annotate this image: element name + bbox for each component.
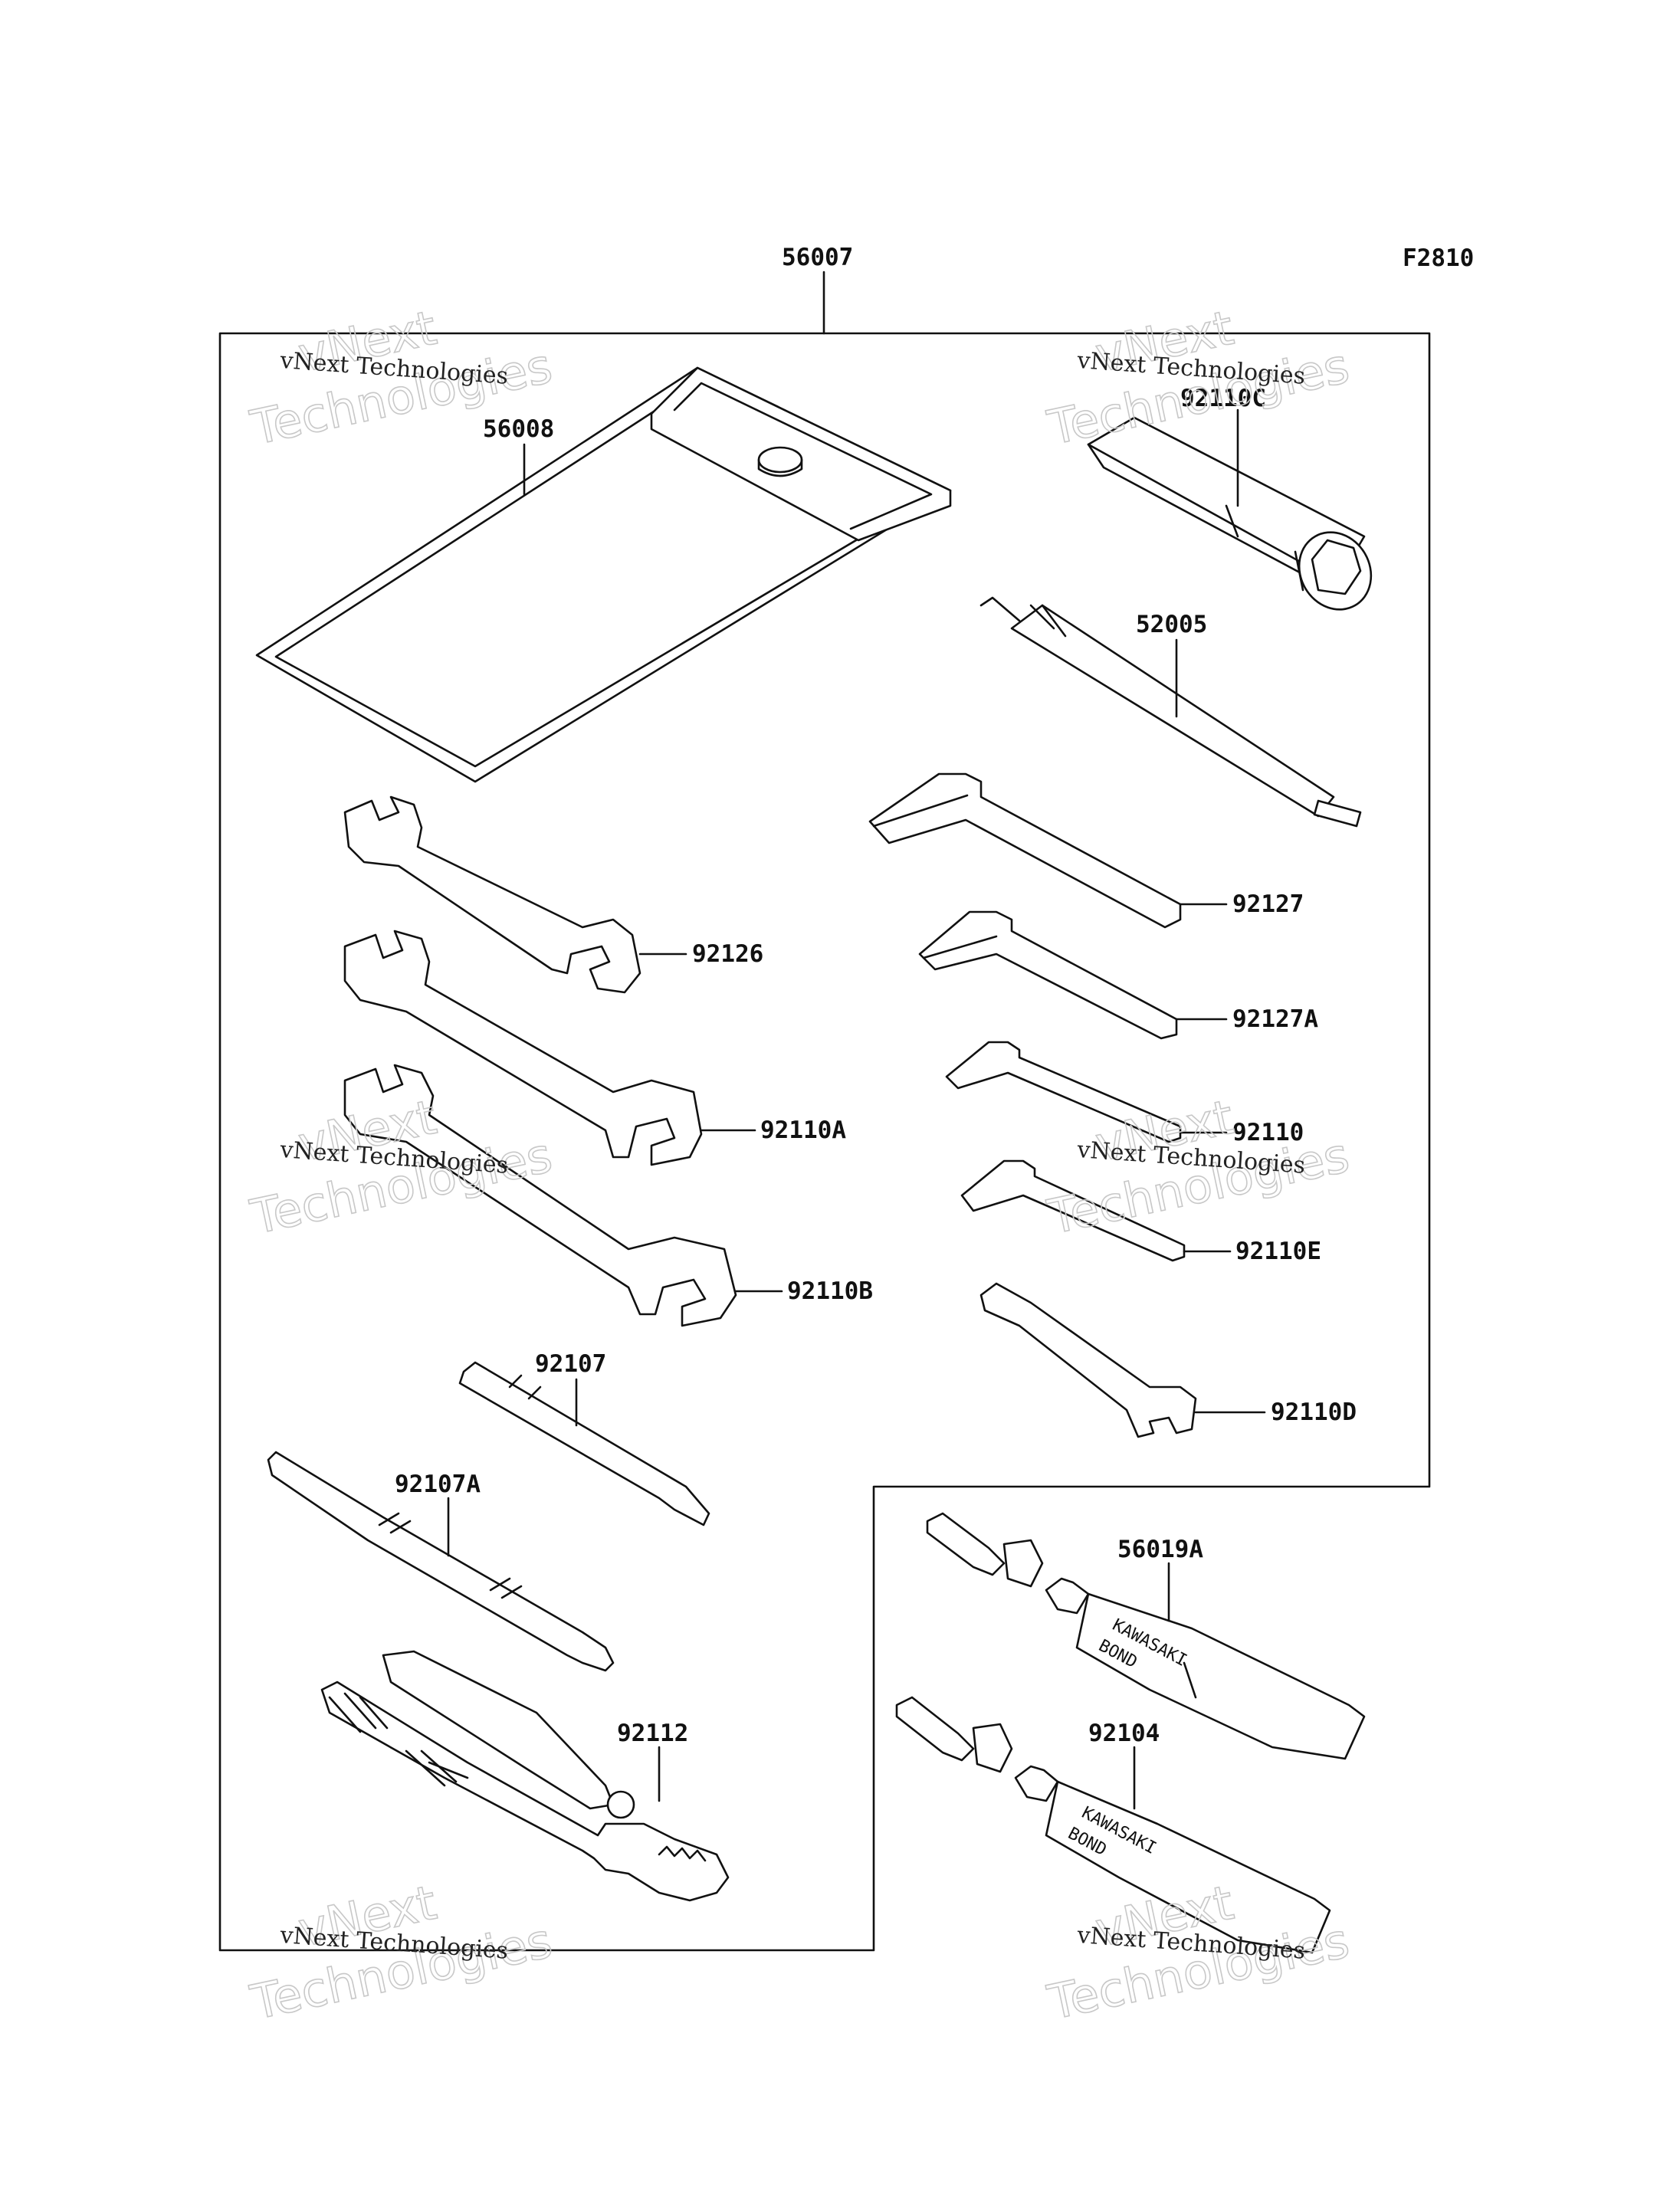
hex-key-92110E	[960, 1159, 1186, 1262]
screwdriver-92107A	[267, 1451, 615, 1672]
pliers-92112	[320, 1650, 730, 1902]
label-92107A[interactable]: 92107A	[395, 1471, 481, 1498]
label-92112[interactable]: 92112	[617, 1720, 688, 1747]
label-92127[interactable]: 92127	[1232, 890, 1304, 918]
label-92110D[interactable]: 92110D	[1271, 1399, 1357, 1426]
wrench-92110B	[343, 1064, 737, 1327]
tire-pressure-tool	[979, 596, 1362, 828]
label-92104[interactable]: 92104	[1088, 1720, 1160, 1747]
label-92110[interactable]: 92110	[1232, 1119, 1304, 1146]
figure-code: F2810	[1403, 244, 1474, 272]
label-56007[interactable]: 56007	[782, 244, 853, 271]
label-92127A[interactable]: 92127A	[1232, 1005, 1318, 1033]
wrench-92110A	[343, 930, 703, 1166]
wrench-92126	[343, 795, 641, 994]
label-56008[interactable]: 56008	[483, 415, 554, 443]
label-92126[interactable]: 92126	[692, 940, 763, 968]
label-92110E[interactable]: 92110E	[1235, 1238, 1321, 1265]
wrench-92110D	[979, 1282, 1197, 1438]
bond-tube-92104: KAWASAKI BOND	[895, 1696, 1331, 1954]
bond-tube-56019A: KAWASAKI BOND	[926, 1512, 1366, 1760]
label-52005[interactable]: 52005	[1136, 611, 1207, 638]
screwdriver-92107	[458, 1361, 710, 1526]
label-92110B[interactable]: 92110B	[787, 1277, 873, 1305]
label-56019A[interactable]: 56019A	[1117, 1536, 1203, 1563]
hex-key-92127	[868, 772, 1182, 929]
label-92110C[interactable]: 92110C	[1180, 385, 1266, 412]
spark-plug-wrench	[1087, 416, 1373, 611]
hex-key-92127A	[918, 910, 1178, 1040]
tool-pouch	[255, 366, 952, 783]
kit-outline	[218, 332, 1431, 1952]
label-92110A[interactable]: 92110A	[760, 1117, 846, 1144]
label-92107[interactable]: 92107	[535, 1350, 606, 1378]
hex-key-92110	[945, 1041, 1182, 1143]
